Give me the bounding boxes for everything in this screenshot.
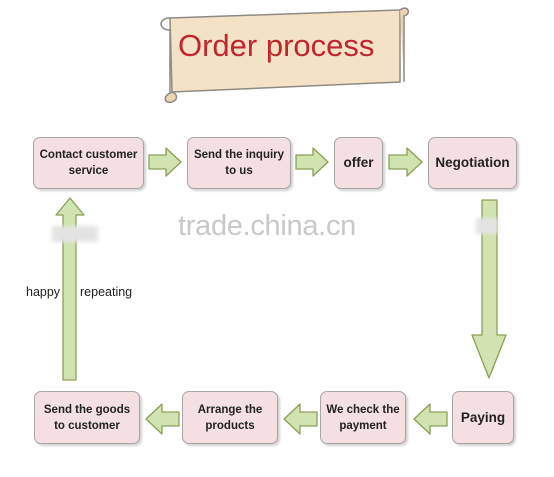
arrow-left-1 [413,403,448,435]
arrow-right-3 [388,147,423,177]
step-label-line: We check the [326,403,400,416]
step-label: offer [343,155,374,170]
step-paying: Paying [452,391,514,444]
side-label-repeating: repeating [80,285,133,299]
arrow-left-3 [145,403,180,435]
arrow-left-2 [283,403,318,435]
step-label-line: to customer [54,419,120,432]
step-send-inquiry: Send the inquiry to us [187,137,291,189]
watermark-text: trade.china.cn [178,210,356,242]
blurred-patch [52,226,98,242]
step-contact-customer-service: Contact customer service [33,137,144,189]
step-label-line: products [205,419,255,432]
step-label-line: service [68,165,109,177]
step-label-line: to us [225,165,253,177]
step-offer: offer [334,137,383,189]
step-negotiation: Negotiation [428,137,517,189]
side-label-happy: happy [26,285,61,299]
step-label-line: Contact customer [39,149,138,161]
step-label-line: Send the inquiry [193,149,285,161]
step-label: Negotiation [435,155,510,170]
title-scroll-banner [160,7,410,104]
step-label-line: Send the goods [43,403,131,416]
step-send-goods: Send the goods to customer [34,391,140,444]
step-check-payment: We check the payment [320,391,406,444]
arrow-right-1 [148,147,182,177]
arrow-up [55,197,85,381]
step-label-line: Arrange the [197,403,263,416]
step-arrange-products: Arrange the products [182,391,278,444]
step-label-line: payment [339,419,387,432]
arrow-right-2 [295,147,329,177]
blurred-patch [476,218,498,234]
page-title: Order process [178,28,375,63]
step-label: Paying [460,409,506,425]
